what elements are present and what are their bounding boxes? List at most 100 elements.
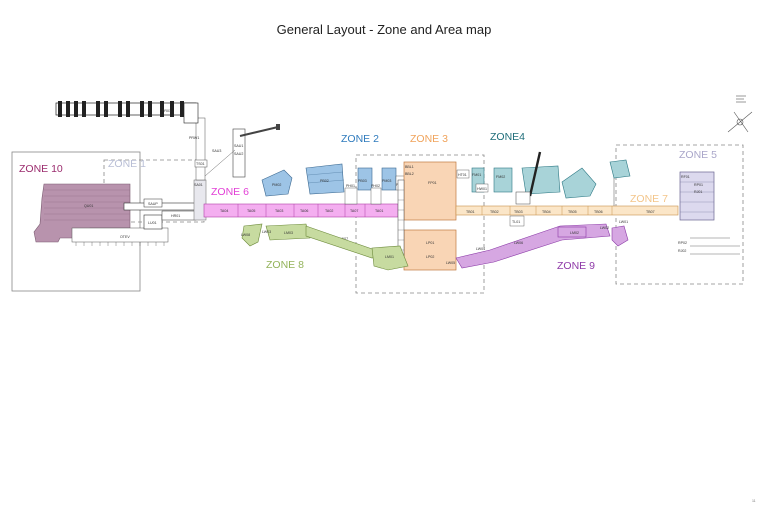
label-lw01: LW01 (619, 220, 628, 224)
zone-label-9: ZONE 9 (557, 260, 595, 272)
zone-label-2: ZONE 2 (341, 133, 379, 145)
label-prw1: PRW1 (189, 136, 199, 140)
label-tb03: TB03 (514, 210, 523, 214)
area-lu01[interactable]: LU01 (143, 214, 163, 230)
label-ph02: PH02 (371, 184, 380, 188)
label-tb06: TB06 (594, 210, 603, 214)
label-bbl2: BBL2 (405, 172, 414, 176)
area-tl01[interactable]: TL01 (509, 215, 525, 227)
zone-label-4: ZONE4 (490, 131, 525, 143)
area-rp01[interactable]: RF01 RP01 RJ01 (679, 171, 715, 221)
area-saup[interactable]: SAUP (123, 198, 205, 211)
label-bbl1: BBL1 (405, 165, 414, 169)
area-lw-z9[interactable]: LW01 LW02 LW04 LW05 (446, 220, 629, 265)
label-fm01: FM01 (472, 173, 481, 177)
zone-label-3: ZONE 3 (410, 133, 448, 145)
label-ta07: TA07 (350, 209, 358, 213)
label-rp01: RP01 (694, 183, 703, 187)
label-tb02: TB02 (490, 210, 499, 214)
label-sa01: SA01 (194, 183, 203, 187)
area-pm02[interactable]: PM02 (261, 169, 293, 197)
area-ts01[interactable]: TS01 (194, 159, 208, 168)
label-qu01: QU01 (84, 204, 93, 208)
label-lu01: LU01 (148, 221, 157, 225)
label-ph01: PH01 (346, 184, 355, 188)
label-otev: OTEV (120, 235, 130, 239)
area-qu01[interactable]: QU01 (33, 183, 131, 243)
area-ph01[interactable]: PH01 (344, 184, 358, 205)
zone-label-1: ZONE 1 (108, 158, 146, 170)
label-lp02: LP02 (426, 255, 434, 259)
label-lw06: LW06 (514, 241, 523, 245)
label-ta01: TA01 (375, 209, 383, 213)
area-pr01[interactable]: PR01 (55, 101, 199, 124)
area-hw01[interactable]: HW01 (475, 183, 489, 193)
area-fp01[interactable]: FP01 (403, 161, 457, 221)
area-pb03[interactable]: PB03 (357, 167, 373, 191)
label-tb05: TB05 (568, 210, 577, 214)
label-ht01: HT01 (458, 173, 467, 177)
label-ta03: TA03 (275, 209, 283, 213)
zone-label-8: ZONE 8 (266, 259, 304, 271)
area-lm02[interactable]: LM02 (557, 226, 587, 238)
area-ph02[interactable]: PH02 (370, 184, 382, 205)
area-lm03[interactable]: LM03 (265, 223, 311, 241)
label-saup: SAUP (148, 202, 158, 206)
zone-label-10: ZONE 10 (19, 163, 63, 175)
label-ta04: TA04 (220, 209, 228, 213)
label-pb02: PB02 (320, 179, 329, 183)
area-ta-tunnel[interactable]: TA04 TA03 TA02 TA01 TA05 TA06 TA07 (203, 203, 399, 218)
label-rj01: RJ01 (694, 190, 702, 194)
label-tb07: TB07 (646, 210, 655, 214)
label-lw05: LW05 (446, 261, 455, 265)
label-tb04: TB04 (542, 210, 551, 214)
page-title: General Layout - Zone and Area map (276, 22, 492, 37)
area-fm02[interactable]: FM02 (493, 167, 513, 193)
page-mark: 11 (752, 499, 756, 503)
label-pm02: PM02 (272, 183, 281, 187)
area-otev[interactable]: OTEV (71, 227, 169, 246)
zone-3-outline (355, 154, 485, 294)
label-lm03: LM03 (284, 231, 293, 235)
zone-label-5: ZONE 5 (679, 149, 717, 161)
label-ta05: TA05 (247, 209, 255, 213)
area-lm01[interactable]: LM01 (371, 245, 409, 271)
area-tower-z4[interactable] (515, 151, 561, 205)
label-pm03: PM03 (382, 179, 391, 183)
area-tb-tunnel[interactable]: TB01 TB02 TB03 TB04 TB05 TB06 TB07 (455, 205, 679, 216)
label-fp01: FP01 (428, 181, 437, 185)
zone-label-7: ZONE 7 (630, 193, 668, 205)
label-fm02: FM02 (496, 175, 505, 179)
area-bbl[interactable]: BBL1 BBL2 (405, 165, 414, 176)
label-rp02: RP02 (678, 241, 687, 245)
label-sau3: SAU3 (212, 149, 221, 153)
label-tb01: TB01 (466, 210, 475, 214)
area-pm03[interactable]: PM03 (381, 167, 397, 191)
label-ta06: TA06 (300, 209, 308, 213)
area-rp02[interactable]: RP02 RJ02 (678, 237, 740, 255)
label-lp01: LP01 (426, 241, 434, 245)
area-pb02[interactable]: PB02 (305, 163, 345, 195)
north-arrow-icon (727, 95, 753, 133)
label-lw04: LW04 (476, 247, 485, 251)
area-lp[interactable]: LP01 LP02 (403, 229, 457, 271)
label-lw08: LW08 (241, 233, 250, 237)
label-lm02: LM02 (570, 231, 579, 235)
label-ta02: TA02 (325, 209, 333, 213)
area-green-corridor[interactable] (305, 225, 379, 259)
label-lw03: LW03 (262, 230, 271, 234)
area-sau[interactable]: SAU1 SAU2 SAU3 (204, 124, 280, 178)
label-sau1: SAU1 (234, 144, 243, 148)
label-pr01: PR01 (162, 109, 171, 113)
label-hw01: HW01 (477, 187, 487, 191)
zone-10-outline (11, 151, 141, 292)
area-pm-z4[interactable] (561, 159, 631, 206)
label-sau2: SAU2 (234, 152, 243, 156)
area-ht01[interactable]: HT01 (456, 169, 470, 179)
label-hr01: HR01 (171, 214, 180, 218)
area-hr01[interactable]: HR01 (161, 210, 197, 221)
label-rf01: RF01 (681, 175, 690, 179)
area-prw1[interactable]: PRW1 (189, 117, 206, 181)
label-lm01: LM01 (385, 255, 394, 259)
